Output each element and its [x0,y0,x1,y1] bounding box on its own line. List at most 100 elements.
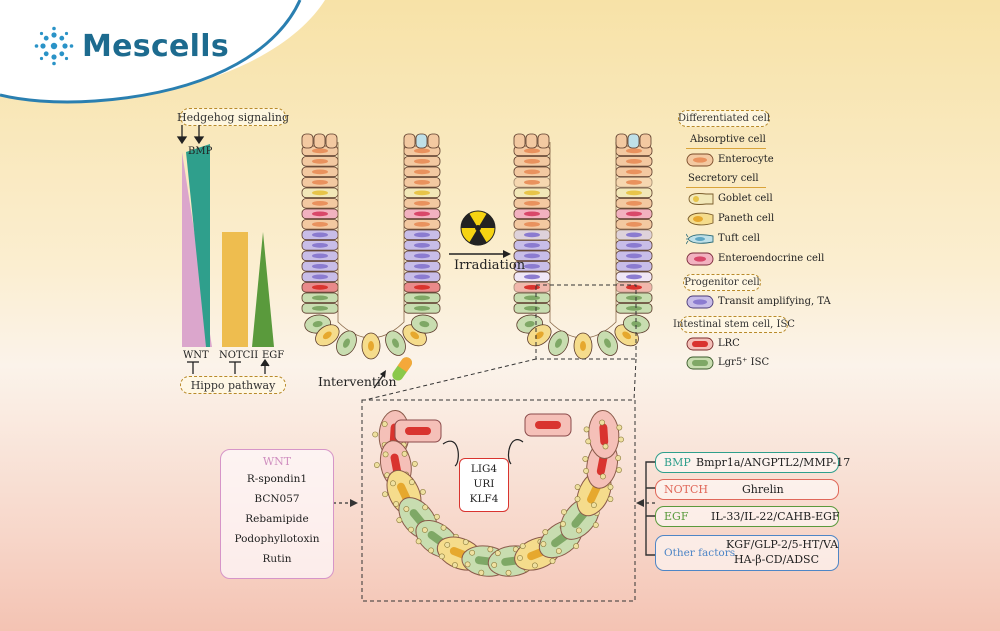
crypt-cell [301,271,339,283]
villus-cell [415,133,428,149]
hedgehog-signaling-box: Hedgehog signaling [177,108,289,126]
brand-name: Mescells [82,28,230,64]
crypt-cell [513,250,551,262]
notch-factor-value: Ghrelin [742,483,784,496]
gene-box: LIG4 URI KLF4 [459,458,509,512]
crypt-cell [403,292,441,304]
hedgehog-label: Hedgehog signaling [177,110,289,124]
enteroendocrine-swatch-icon [686,252,714,266]
zoom-cell [583,409,624,459]
crypt-villus-after [513,133,653,360]
brand-logo: Mescells [34,26,229,66]
crypt-cell [615,261,653,272]
legend-differentiated-text: Differentiated cell [678,113,770,124]
wnt-box-title: WNT [262,455,292,468]
intervention-pill-icon [373,357,412,389]
villus-cell [313,133,326,149]
wnt-item: Rutin [262,553,292,565]
villus-cell [615,133,628,149]
legend-rule [686,187,766,188]
notch-factor-key: NOTCH [664,483,708,496]
paneth-swatch-icon [687,212,714,226]
crypt-cell [513,177,551,188]
egf-label: EGF [262,350,285,361]
lrc-swatch-icon [686,337,714,351]
crypt-cell [403,219,441,230]
crypt-cell [301,156,339,167]
lrc-cell [394,419,442,443]
egf-gradient [252,232,274,347]
crypt-cell [403,198,441,209]
crypt-base-cell [548,330,569,356]
crypt-cell [403,187,441,199]
villus-cell [525,133,538,149]
bmp-factor-key: BMP [664,456,691,469]
crypt-base-cell [385,330,406,356]
crypt-villus-before [301,133,441,360]
crypt-cell [301,250,339,262]
crypt-base-cell [336,330,357,356]
other-factors-value: KGF/GLP-2/5-HT/VA [726,538,839,551]
curved-arrow [507,439,524,465]
bmp-label: BMP [188,146,213,157]
egf-factor-value: IL-33/IL-22/CAHB-EGF [711,510,840,523]
wnt-label: WNT [183,350,209,361]
villus-cell [639,133,652,149]
wnt-agonist-box: WNT R-spondin1 BCN057 Rebamipide Podophy… [220,449,334,579]
notch-factor-box: NOTCH Ghrelin [655,479,839,500]
villus-cell [627,133,640,149]
crypt-cell [403,282,441,293]
crypt-base-cell [573,332,593,360]
intervention-label: Intervention [318,374,397,389]
legend-goblet: Goblet cell [718,193,773,204]
crypt-cell [403,229,441,241]
legend-secretory-title: Secretory cell [688,173,759,184]
villus-cell [301,133,314,149]
lgr5-swatch-icon [686,356,714,370]
crypt-cell [615,166,653,178]
notch-label: NOTCII [219,350,259,361]
legend-ta: Transit amplifying, TA [718,296,831,307]
legend-progenitor-title: Progenitor cell [683,274,761,291]
enterocyte-swatch-icon [686,153,714,167]
crypt-base-cell [411,314,438,334]
signaling-gradients [176,125,274,374]
down-arrows [176,125,205,145]
crypt-base-cell [597,330,618,356]
gene-uri: URI [473,478,495,490]
crypt-cell [513,229,551,241]
crypt-cell [301,177,339,188]
crypt-cell [513,208,551,220]
wnt-item: Podophyllotoxin [234,533,320,545]
bmp-factor-value: Bmpr1a/ANGPTL2/MMP-17 [696,456,851,469]
ta-swatch-icon [686,295,714,309]
crypt-cell [403,303,441,314]
gene-klf4: KLF4 [469,493,499,505]
other-factors-key: Other factors [664,547,736,559]
crypt-cell [403,156,441,167]
crypt-cell [513,198,551,209]
crypt-cell [513,166,551,178]
egf-factor-box: EGF IL-33/IL-22/CAHB-EGF [655,506,840,527]
notch-bar [222,232,248,347]
legend-differentiated-title: Differentiated cell [678,110,770,127]
crypt-cell [615,219,653,230]
villus-cell [427,133,440,149]
crypt-cell [301,166,339,178]
legend-tuft: Tuft cell [718,233,760,244]
wnt-item: Rebamipide [245,513,309,525]
crypt-base-cell [623,314,650,334]
crypt-base-cell [527,324,552,347]
legend-lgr5: Lgr5⁺ ISC [718,357,770,368]
inhibit-arrows [187,358,270,374]
hippo-pathway-box: Hippo pathway [180,376,286,394]
villus-cell [513,133,526,149]
crypt-cell [301,240,339,251]
crypt-cell [615,292,653,304]
gene-lig4: LIG4 [470,463,498,475]
crypt-cell [615,187,653,199]
crypt-cell [403,166,441,178]
crypt-cell [615,240,653,251]
